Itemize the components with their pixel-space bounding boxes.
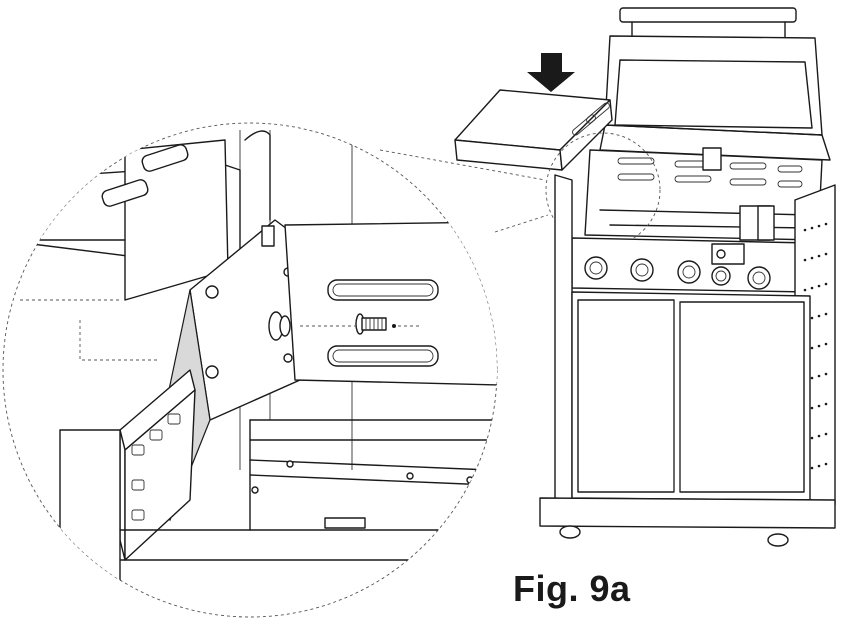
vented-rail-detail: [59, 369, 196, 617]
leader-line-1: [494, 214, 549, 233]
cabinet-doors: [577, 299, 805, 493]
leader-line-2: [379, 149, 546, 181]
firebox-panel-detail: [284, 221, 497, 386]
left-post: [554, 174, 573, 501]
detail-circle: [2, 122, 498, 618]
lid-handle: [619, 7, 797, 23]
side-shelf: [454, 89, 613, 171]
bolt-detail: [300, 313, 420, 335]
control-knobs: [584, 256, 771, 290]
arrow-down-icon: [527, 53, 575, 92]
grill-assembly: [454, 7, 836, 547]
base: [539, 497, 836, 529]
detail-reference-circle: [545, 132, 661, 248]
casters: [559, 525, 789, 547]
figure-label: Fig. 9a: [513, 568, 631, 609]
